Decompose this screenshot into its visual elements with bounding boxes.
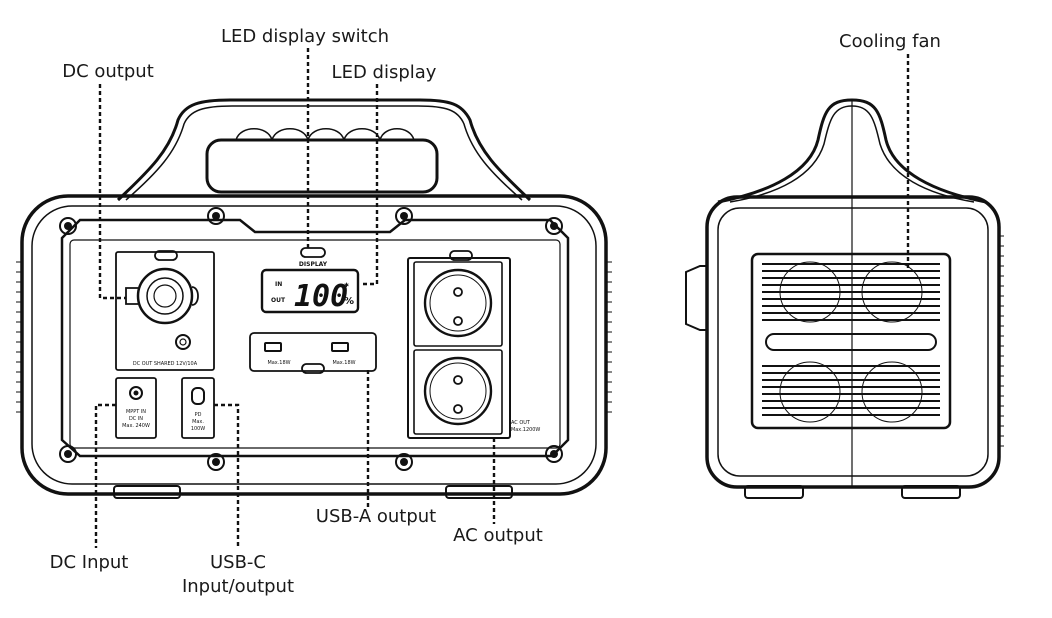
label-led-display: LED display xyxy=(332,62,437,83)
usb-a-button[interactable] xyxy=(301,363,325,374)
car-socket xyxy=(136,267,194,325)
usb-a-left-label: Max.18W xyxy=(268,360,291,366)
bluetooth-icon: ✱ xyxy=(344,282,349,289)
screw-icon xyxy=(59,207,563,471)
pd-line2: Max. xyxy=(192,419,204,425)
pd-line1: PD xyxy=(195,412,202,418)
front-panel xyxy=(60,218,570,458)
usb-a-right-label: Max.18W xyxy=(333,360,356,366)
side-foot-left xyxy=(744,485,804,499)
main-body xyxy=(20,194,608,496)
label-ac-output: AC output xyxy=(453,525,543,546)
led-value: 100 xyxy=(294,279,348,314)
ac-output-module: AC OUT Max.1200W xyxy=(407,250,540,439)
dc-out-label: DC OUT SHARED 12V/10A xyxy=(133,361,198,367)
label-dc-output: DC output xyxy=(62,61,154,82)
usb-a-module: Max.18W Max.18W xyxy=(249,332,377,374)
fan-grille-icon xyxy=(750,252,952,430)
label-led-display-switch: LED display switch xyxy=(221,26,389,47)
label-dc-input: DC Input xyxy=(50,552,129,573)
handle-grip xyxy=(205,138,439,194)
usb-a-port-left xyxy=(264,342,282,352)
led-in: IN xyxy=(275,281,282,288)
ac-out-line1: AC OUT xyxy=(511,420,531,426)
side-foot-right xyxy=(901,485,961,499)
led-out: OUT xyxy=(271,297,286,304)
pd-line3: 100W xyxy=(191,426,205,432)
mppt-line1: MPPT IN xyxy=(126,409,146,415)
mppt-input-module: MPPT IN DC IN Max. 240W xyxy=(115,377,157,439)
mppt-line3: Max. 240W xyxy=(122,423,150,429)
leader-lines xyxy=(94,48,910,548)
mppt-line2: DC IN xyxy=(129,416,143,422)
dc-output-button[interactable] xyxy=(154,250,178,261)
callout-labels: LED display switch DC output LED display… xyxy=(50,26,941,597)
side-view xyxy=(685,98,1004,499)
usb-c-port xyxy=(191,387,205,405)
side-body xyxy=(705,195,1001,489)
foot-right xyxy=(445,485,513,499)
display-button[interactable] xyxy=(300,247,326,258)
led-display: DISPLAY IN OUT 100 ✱ % xyxy=(260,247,360,314)
display-btn-label: DISPLAY xyxy=(299,261,328,268)
label-usb-c-line1: USB-C xyxy=(210,552,266,573)
mppt-port xyxy=(129,386,143,400)
dc5521-port xyxy=(175,334,191,350)
led-percent: % xyxy=(344,296,354,307)
ac-output-button[interactable] xyxy=(449,250,473,261)
ac-out-line2: Max.1200W xyxy=(511,427,540,433)
label-cooling-fan: Cooling fan xyxy=(839,31,941,52)
usb-a-port-right xyxy=(331,342,349,352)
label-usb-a-output: USB-A output xyxy=(316,506,436,527)
front-view: DC OUT SHARED 12V/10A DISPLAY IN OUT 100… xyxy=(16,98,612,499)
foot-left xyxy=(113,485,181,499)
carry-handle xyxy=(116,98,532,202)
dc-output-module: DC OUT SHARED 12V/10A xyxy=(115,250,215,371)
label-usb-c-line2: Input/output xyxy=(182,576,294,597)
usb-c-module: PD Max. 100W xyxy=(181,377,215,439)
socket-icon xyxy=(423,268,493,426)
